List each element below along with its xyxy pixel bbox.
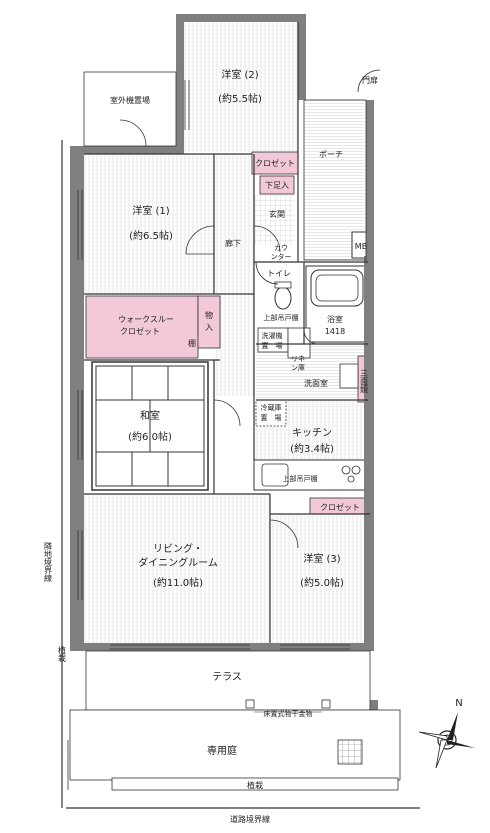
laundry-pole-label: 床置式物干金物: [264, 709, 313, 718]
living-name-2: ダイニングルーム: [138, 556, 218, 569]
laundry-pole-left: [245, 699, 255, 709]
living-name-1: リビング・: [153, 542, 203, 555]
storage-label-1: 物: [205, 310, 213, 320]
linen-label-2: ン庫: [291, 363, 305, 372]
counter-label-1: カウ: [274, 244, 288, 252]
kitchen-name: キッチン: [292, 427, 332, 439]
washroom-label: 洗面室: [304, 378, 328, 388]
japanese-room-name: 和室: [140, 409, 160, 422]
closet-kitchen-label: クロゼット: [320, 502, 360, 512]
shelf-label: 棚: [188, 338, 196, 348]
counter-label-2: ンター: [271, 252, 292, 261]
mb-label: MB: [355, 242, 367, 251]
western-room-2-name: 洋室 (2): [221, 68, 258, 81]
storage-label-2: 入: [205, 323, 213, 332]
laundry-pole-right: [321, 699, 331, 709]
tatami-mats: [95, 365, 205, 487]
porch-area: [303, 99, 367, 261]
planting-bottom-label: 植栽: [247, 780, 263, 790]
terrace-label: テラス: [212, 671, 242, 683]
road-boundary-label: 道路境界線: [230, 814, 270, 824]
western-room-3-size: (約5.0帖): [300, 576, 344, 589]
toilet-label: トイレ: [267, 269, 291, 278]
gate-label: 門扉: [362, 75, 378, 85]
western-room-2-floor: [182, 20, 299, 152]
western-room-1-floor: [84, 154, 214, 294]
outdoor-unit-area: [83, 71, 177, 147]
washer-label-2: 置 場: [262, 341, 283, 350]
western-room-3-floor: [272, 515, 370, 643]
closet-top-label: クロゼット: [255, 158, 295, 168]
shoe-cabinet: [259, 175, 295, 195]
living-size: (約11.0帖): [153, 576, 203, 589]
washer-label-1: 洗濯機: [262, 331, 283, 340]
shoe-cabinet-label: 下足入: [265, 181, 289, 190]
grating: [337, 739, 363, 765]
porch-label: ポーチ: [319, 150, 343, 159]
corridor-label: 廊下: [225, 238, 241, 248]
neighbor-boundary-label: 隣地境界線: [44, 541, 53, 582]
planting-strip: [111, 777, 399, 791]
windows: [77, 80, 350, 650]
private-garden-label: 専用庭: [207, 744, 237, 757]
bathroom-size-label: 1418: [325, 327, 345, 336]
entrance-label: 玄関: [269, 209, 285, 219]
bathtub: [310, 269, 364, 307]
entrance-floor: [254, 195, 294, 245]
bathroom-label: 浴室: [327, 314, 343, 324]
interior-walls: [84, 22, 370, 643]
toilet-upper-cabinet-label: 上部吊戸棚: [264, 313, 299, 322]
fridge-label-1: 冷蔵庫: [261, 403, 282, 412]
western-room-1-size: (約6.5帖): [129, 229, 173, 242]
wash-basin: [339, 363, 359, 389]
fridge-label-2: 置 場: [261, 413, 282, 422]
western-room-1-name: 洋室 (1): [132, 204, 169, 217]
kitchen-sink: [261, 463, 289, 487]
mirror-cabinet-label: 三面鏡: [360, 369, 369, 394]
toilet-fixture: [274, 286, 292, 310]
western-room-2-size: (約5.5帖): [218, 92, 262, 105]
planting-left-label: 植栽: [58, 645, 67, 662]
door-swings: [69, 69, 381, 761]
linen-label-1: リネ: [291, 355, 305, 363]
washer-area: [257, 327, 289, 353]
outdoor-unit-label: 室外機置場: [110, 95, 150, 105]
storage-closet: [197, 295, 221, 349]
japanese-room-size: (約6.0帖): [128, 430, 172, 443]
kitchen-size: (約3.4帖): [290, 442, 334, 455]
linen-cabinet: [287, 327, 311, 359]
western-room-3-name: 洋室 (3): [303, 552, 340, 565]
walkin-label-2: クロゼット: [120, 326, 160, 336]
north-arrow: [418, 712, 475, 769]
fridge-area: [255, 399, 287, 427]
kitchen-upper-cabinet-label: 上部吊戸棚: [283, 474, 318, 483]
living-floor: [84, 495, 270, 643]
walkin-label-1: ウォークスルー: [118, 315, 174, 324]
corridor-floor: [214, 154, 254, 396]
north-label: N: [455, 698, 462, 709]
